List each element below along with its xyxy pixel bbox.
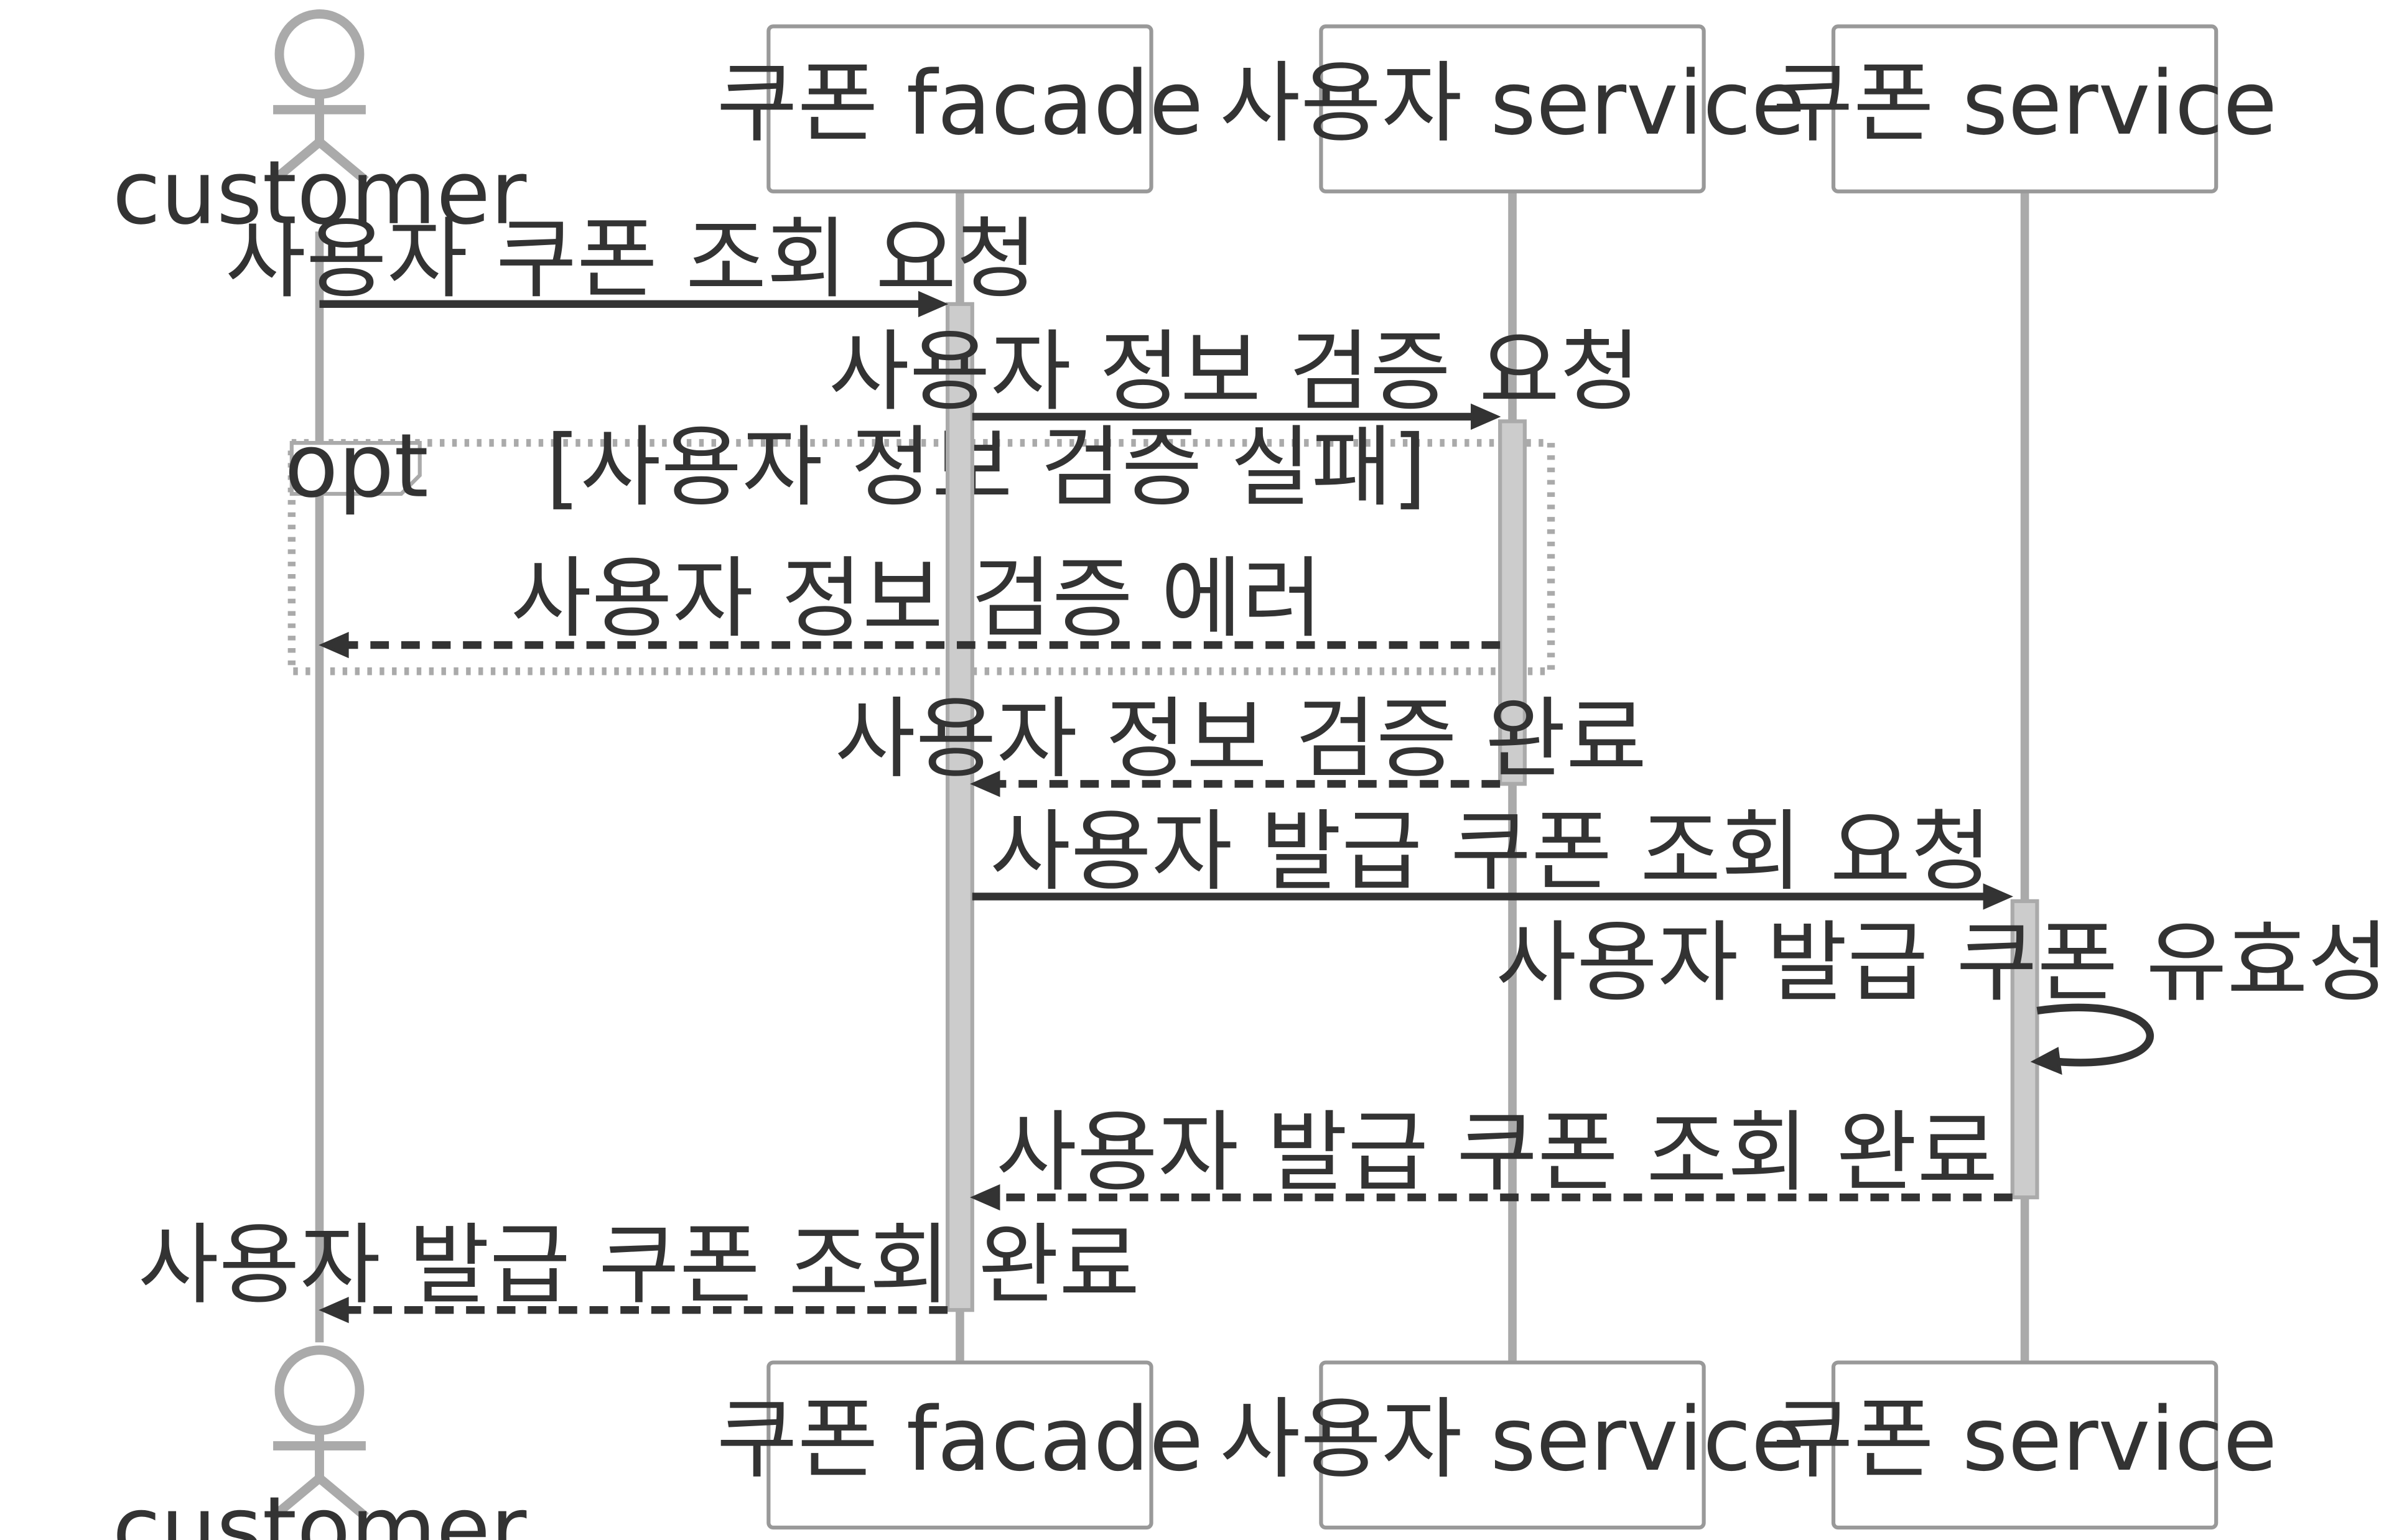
message-1-arrowhead <box>918 290 949 318</box>
message-3-arrowhead <box>319 631 349 659</box>
opt-frame-kind: opt <box>284 415 429 517</box>
message-6-arrowhead <box>2030 1047 2062 1075</box>
message-5-label: 사용자 발급 쿠폰 조회 요청 <box>990 801 1991 903</box>
message-2: 사용자 정보 검증 요청 <box>829 321 1641 430</box>
facade-participant-top: 쿠폰 facade <box>717 24 1204 193</box>
message-8: 사용자 발급 쿠폰 조회 완료 <box>138 1215 1140 1324</box>
coupon-service-participant-bottom: 쿠폰 service <box>1772 1360 2277 1530</box>
opt-frame-label-box <box>289 441 422 496</box>
coupon-service-participant-label: 쿠폰 service <box>1772 53 2277 155</box>
message-2-label: 사용자 정보 검증 요청 <box>829 321 1641 423</box>
user-service-participant-label: 사용자 service <box>1219 53 1805 155</box>
message-1-label: 사용자 쿠폰 조회 요청 <box>225 208 1037 310</box>
coupon-service-participant-label: 쿠폰 service <box>1772 1389 2277 1491</box>
message-7-arrowhead <box>970 1184 1000 1211</box>
facade-participant-bottom: 쿠폰 facade <box>717 1360 1204 1530</box>
customer-actor-label: customer <box>113 1478 528 1540</box>
message-8-label: 사용자 발급 쿠폰 조회 완료 <box>138 1215 1140 1317</box>
actor-head-icon <box>274 9 365 99</box>
message-6: 사용자 발급 쿠폰 유효성 확인 <box>1496 912 2389 1075</box>
actor-left-leg <box>270 138 323 185</box>
message-7: 사용자 발급 쿠폰 조회 완료 <box>970 1102 2013 1211</box>
user-service-activation <box>1498 419 1527 786</box>
customer-actor-top: customer <box>113 9 528 244</box>
facade-activation <box>946 302 974 1312</box>
actor-right-leg <box>316 1474 369 1521</box>
message-3-label: 사용자 정보 검증 에러 <box>511 548 1323 650</box>
facade-participant-label: 쿠폰 facade <box>717 53 1204 155</box>
message-3: 사용자 정보 검증 에러 <box>319 548 1501 659</box>
opt-frame: opt [사용자 정보 검증 실패] <box>284 415 1555 675</box>
customer-actor-bottom: customer <box>113 1345 528 1540</box>
message-6-loop <box>2036 1003 2154 1067</box>
message-6-label: 사용자 발급 쿠폰 유효성 확인 <box>1496 912 2389 1014</box>
coupon-service-activation <box>2010 899 2039 1200</box>
actor-left-leg <box>270 1474 323 1521</box>
message-2-arrowhead <box>1471 403 1501 430</box>
user-service-participant-top: 사용자 service <box>1219 24 1805 193</box>
message-5: 사용자 발급 쿠폰 조회 요청 <box>972 801 2013 910</box>
user-service-participant-label: 사용자 service <box>1219 1389 1805 1491</box>
message-7-label: 사용자 발급 쿠폰 조회 완료 <box>996 1102 1998 1204</box>
message-4-label: 사용자 정보 검증 완료 <box>835 689 1647 791</box>
message-4: 사용자 정보 검증 완료 <box>835 689 1647 797</box>
customer-actor-label: customer <box>113 142 528 244</box>
message-8-arrowhead <box>319 1297 349 1324</box>
message-4-arrowhead <box>970 771 1000 797</box>
user-service-participant-bottom: 사용자 service <box>1219 1360 1805 1530</box>
actor-head-icon <box>274 1345 365 1436</box>
actor-right-leg <box>316 138 369 185</box>
facade-participant-label: 쿠폰 facade <box>717 1389 1204 1491</box>
message-5-arrowhead <box>1983 883 2013 910</box>
message-1: 사용자 쿠폰 조회 요청 <box>225 208 1037 318</box>
coupon-service-participant-top: 쿠폰 service <box>1772 24 2277 193</box>
opt-frame-condition: [사용자 정보 검증 실패] <box>546 417 1427 519</box>
